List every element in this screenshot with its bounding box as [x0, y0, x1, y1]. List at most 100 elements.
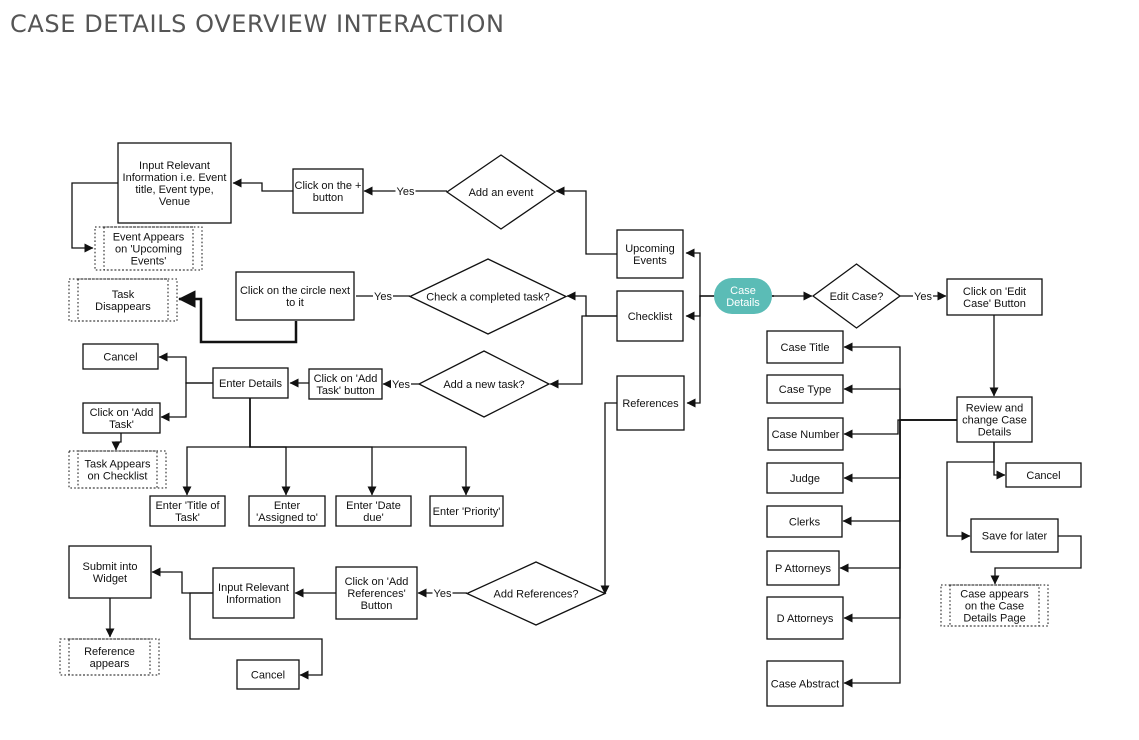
save-later-step: Save for later [970, 518, 1059, 553]
process-box [335, 495, 412, 527]
process-box [68, 545, 152, 599]
node-label-line: on Checklist [88, 471, 148, 483]
process-box [766, 660, 844, 707]
process-box [767, 417, 844, 451]
node-label-line: Review and [966, 403, 1023, 415]
outcome-box [940, 584, 1049, 627]
node-label-line: Button [361, 600, 393, 612]
process-box [956, 396, 1033, 443]
node-label-line: Case [730, 285, 756, 297]
case-abstract-step: Case Abstract [766, 660, 844, 707]
process-box [766, 330, 844, 364]
process-box [82, 402, 161, 434]
node-label-line: Case Type [779, 384, 831, 396]
node-label-line: Enter 'Title of [155, 500, 220, 512]
node-label-line: Venue [159, 196, 190, 208]
connector-review-change-to-case-abstract [843, 419, 957, 688]
node-label-line: Cancel [1026, 470, 1060, 482]
node-label-line: P Attorneys [775, 563, 832, 575]
checklist-step: Checklist [616, 290, 684, 342]
add-references-decision: Add References? [465, 561, 607, 626]
node-label-line: Task' [109, 419, 134, 431]
edge-label-yes: Yes [914, 291, 932, 303]
process-box [236, 659, 300, 690]
node-label-line: Click on 'Add [90, 407, 154, 419]
process-box [82, 343, 159, 370]
process-box [117, 142, 232, 224]
node-label-line: change Case [962, 415, 1027, 427]
case-number-step: Case Number [767, 417, 844, 451]
decision-diamond [811, 263, 902, 329]
edit-case-decision: Edit Case? [811, 263, 902, 329]
d-attorneys-step: D Attorneys [766, 596, 844, 640]
terminator-pill [714, 278, 772, 314]
enter-details-step: Enter Details [212, 367, 289, 399]
outcome-inner-border [103, 226, 194, 271]
process-box [1005, 462, 1082, 488]
connector-input-event-to-event-appears [71, 182, 118, 253]
process-box [248, 495, 326, 527]
node-label-line: Reference [84, 646, 135, 658]
node-label-line: Cancel [251, 670, 285, 682]
edge-label-bg [432, 587, 453, 599]
process-box [970, 518, 1059, 553]
outcome-box [94, 226, 203, 271]
node-label-line: Edit Case? [830, 291, 884, 303]
node-label-line: to it [286, 297, 304, 309]
decision-diamond [445, 154, 557, 230]
cancel-case-step: Cancel [1005, 462, 1082, 488]
outcome-box [68, 278, 178, 322]
node-label-line: on the Case [965, 601, 1024, 613]
decision-diamond [408, 258, 568, 335]
connector-click-add-task-to-task-appears [111, 433, 122, 451]
node-label-line: Save for later [982, 531, 1048, 543]
connector-references-to-add-references [600, 402, 617, 595]
edge-label-bg [395, 185, 416, 197]
node-label-line: Click on 'Add [345, 576, 409, 588]
node-label-line: Task' [175, 512, 200, 524]
clerks-step: Clerks [766, 505, 843, 538]
node-label-line: Information [226, 594, 281, 606]
outcome-inner-border [949, 584, 1040, 627]
node-label-line: Task Appears [84, 459, 151, 471]
add-event-decision: Add an event [445, 154, 557, 230]
process-box [766, 596, 844, 640]
node-label-line: Enter 'Date [346, 500, 401, 512]
connector-review-change-to-cancel-case [993, 442, 1006, 480]
node-label-line: Case Title [781, 342, 830, 354]
page-title: CASE DETAILS OVERVIEW INTERACTION [10, 10, 505, 38]
case-type-step: Case Type [766, 374, 844, 404]
node-label-line: References' [347, 588, 405, 600]
node-label-line: Enter [274, 500, 301, 512]
outcome-inner-border [77, 278, 169, 322]
outcome-box [68, 450, 167, 489]
node-label-line: on 'Upcoming [115, 244, 182, 256]
process-box [766, 550, 840, 586]
node-label-line: Widget [93, 573, 127, 585]
node-label-line: Click on the circle next [240, 285, 350, 297]
process-box [212, 367, 289, 399]
node-label-line: Add a new task? [443, 379, 524, 391]
node-label-line: Clerks [789, 517, 821, 529]
node-label-line: Input Relevant [139, 160, 210, 172]
p-attorneys-step: P Attorneys [766, 550, 840, 586]
connector-click-circle-to-task-disappears [178, 290, 298, 344]
enter-assigned-step: Enter'Assigned to' [248, 495, 326, 527]
edge-label-yes: Yes [392, 379, 410, 391]
connector-review-change-to-save-later [946, 442, 995, 541]
outcome-inner-border [77, 450, 158, 489]
node-label-line: Task [112, 289, 135, 301]
outcome-inner-border [68, 638, 151, 676]
node-label-line: References [622, 398, 679, 410]
node-label-line: Details [978, 427, 1012, 439]
node-label-line: Case appears [960, 589, 1029, 601]
node-label-line: Information i.e. Event [123, 172, 227, 184]
